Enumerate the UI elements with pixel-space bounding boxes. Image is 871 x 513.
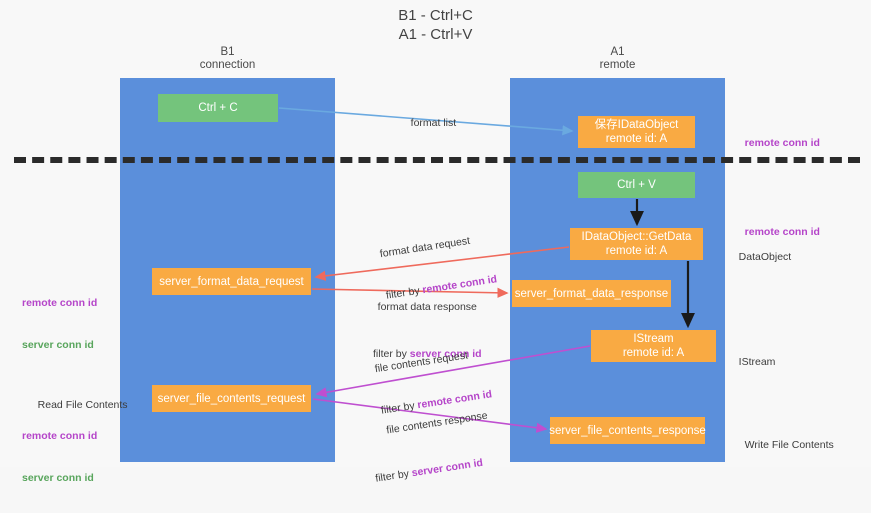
annotation-remote-conn-id: remote conn id	[22, 430, 98, 442]
annotation-right-remote-conn-id-mid: remote conn id	[733, 211, 820, 253]
filter-key: server conn id	[410, 456, 484, 480]
annotation-server-conn-id: server conn id	[22, 472, 94, 484]
flow-label-format-data-response-text: format data response	[377, 301, 477, 313]
arrow-format-data-request	[314, 246, 570, 281]
flow-label-file-contents-response-filter: filter by server conn id	[374, 454, 495, 486]
flow-label-format-list-text: format list	[410, 117, 457, 129]
node-istream[interactable]: IStream remote id: A	[591, 330, 716, 362]
flow-label-format-list: format list	[399, 102, 457, 144]
column-header-a1: A1 remote	[599, 46, 636, 71]
annotation-text: Write File Contents	[744, 439, 834, 451]
page-title: B1 - Ctrl+C A1 - Ctrl+V	[398, 7, 473, 43]
flow-label-format-data-response-filter: filter by server conn id	[373, 347, 482, 361]
annotation-text: Read File Contents	[37, 399, 128, 411]
arrow-format-data-response	[311, 287, 509, 298]
annotation-text: IStream	[738, 356, 776, 368]
node-server-format-data-request[interactable]: server_format_data_request	[152, 268, 311, 295]
annotation-right-istream: IStream	[727, 341, 776, 383]
arrow-format-list	[278, 107, 574, 136]
annotation-remote-conn-id: remote conn id	[22, 297, 98, 309]
annotation-server-conn-id: server conn id	[22, 339, 94, 351]
annotation-text: DataObject	[738, 251, 792, 263]
filter-key: server conn id	[409, 348, 482, 360]
annotation-right-remote-conn-id-top: remote conn id	[733, 122, 820, 164]
flow-label-file-contents-response: file contents response filter by server …	[363, 381, 499, 513]
node-ctrl-c[interactable]: Ctrl + C	[158, 94, 278, 122]
annotation-left-read-file-contents: Read File Contents	[26, 384, 128, 426]
filter-prefix: filter by	[373, 348, 410, 360]
arrow-layer	[278, 107, 696, 433]
column-header-b1: B1 connection	[199, 46, 256, 71]
arrow-file-contents-request	[315, 345, 591, 398]
annotation-left-conn-ids-bottom: remote conn id server conn id	[22, 401, 97, 513]
flow-label-format-data-response: format data response filter by server co…	[373, 272, 482, 389]
node-server-file-contents-request[interactable]: server_file_contents_request	[152, 385, 311, 412]
node-server-format-data-response[interactable]: server_format_data_response	[512, 280, 671, 307]
node-server-file-contents-response[interactable]: server_file_contents_response	[549, 417, 706, 444]
section-divider	[14, 157, 860, 163]
node-idataobject-getdata[interactable]: IDataObject::GetData remote id: A	[570, 228, 703, 260]
filter-prefix: filter by	[374, 467, 413, 485]
node-ctrl-v[interactable]: Ctrl + V	[578, 172, 695, 198]
annotation-text: remote conn id	[744, 137, 820, 149]
arrow-file-contents-response	[312, 398, 548, 433]
diagram-canvas: B1 - Ctrl+C A1 - Ctrl+V B1 connection A1…	[14, 7, 860, 485]
flow-label-file-contents-request-text: file contents request	[374, 349, 469, 376]
annotation-right-dataobject: DataObject	[727, 236, 792, 278]
annotation-text: remote conn id	[744, 226, 820, 238]
annotation-left-conn-ids-top: remote conn id server conn id	[22, 268, 97, 380]
annotation-right-write-file-contents: Write File Contents	[733, 424, 834, 466]
node-idataobject[interactable]: 保存IDataObject remote id: A	[578, 116, 695, 148]
flow-label-format-data-request-text: format data request	[379, 234, 471, 261]
flow-label-file-contents-response-text: file contents response	[385, 409, 489, 437]
